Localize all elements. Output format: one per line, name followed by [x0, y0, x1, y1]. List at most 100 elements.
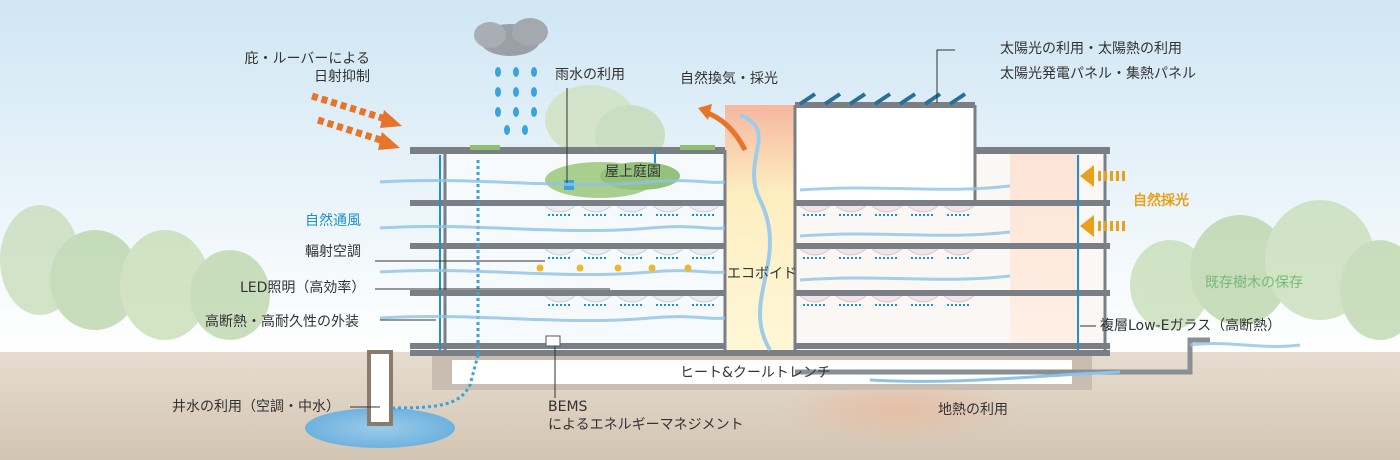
solar-panel [823, 92, 842, 106]
label-insulation-exterior: 高断熱・高耐久性の外装 [205, 314, 359, 330]
ceiling-panel [652, 205, 684, 213]
led-lamp [614, 264, 622, 272]
solar-panel [873, 92, 892, 106]
natural-ventilation-flows [379, 178, 1301, 348]
label-solar-line2: 太陽光発電パネル・集熱パネル [1000, 66, 1196, 82]
ceiling-panel [544, 295, 576, 303]
ceiling-panel [871, 248, 903, 256]
ceiling-panel [688, 205, 720, 213]
label-natural-vent-light: 自然換気・採光 [680, 71, 778, 87]
rain-cloud [474, 18, 548, 56]
raindrop [531, 87, 537, 97]
ground-slab [410, 350, 1110, 356]
label-eaves-louver: 庇・ルーバーによる 日射抑制 [215, 50, 370, 86]
label-bems: BEMS によるエネルギーマネジメント [548, 398, 744, 434]
floor-slab-right [795, 343, 1110, 349]
solar-panel [898, 92, 917, 106]
led-lamp [536, 264, 544, 272]
raindrop [495, 67, 501, 77]
ceiling-panel [616, 205, 648, 213]
floor-slab-right [795, 290, 1110, 296]
sunlight-arrow [316, 116, 392, 147]
led-lamp [684, 264, 692, 272]
label-radiant-ac: 輻射空調 [305, 244, 361, 260]
ceiling-panel [907, 295, 939, 303]
label-solar: 太陽光の利用・太陽熱の利用 太陽光発電パネル・集熱パネル [1000, 40, 1196, 83]
ceiling-panel [688, 248, 720, 256]
radiant-ceiling-panels [544, 205, 975, 306]
geothermal-glow [780, 375, 1020, 445]
daylight-arrowhead [1080, 215, 1094, 237]
roof-slab-right [975, 147, 1110, 154]
label-well-water: 井水の利用（空調・中水） [172, 399, 340, 415]
label-natural-daylight: 自然採光 [1133, 193, 1189, 209]
ceiling-panel [652, 248, 684, 256]
label-natural-ventilation: 自然通風 [305, 213, 361, 229]
label-eaves-louver-line2: 日射抑制 [314, 69, 370, 85]
ceiling-panel [580, 295, 612, 303]
label-existing-trees: 既存樹木の保存 [1205, 275, 1303, 291]
raindrop [504, 125, 510, 135]
ceiling-panel [907, 248, 939, 256]
ceiling-panel [871, 205, 903, 213]
well-system [305, 160, 480, 448]
ceiling-panel [835, 205, 867, 213]
sunlight-arrowhead [378, 132, 400, 150]
led-lamp [648, 264, 656, 272]
raindrop [531, 67, 537, 77]
groundwater-pond [305, 408, 455, 448]
floor-slab-right [795, 243, 1110, 249]
raindrop [531, 107, 537, 117]
ceiling-panel [799, 205, 831, 213]
ceiling-panel [907, 205, 939, 213]
ceiling-panel [652, 295, 684, 303]
ceiling-panel [799, 248, 831, 256]
sunlight-arrowhead [380, 110, 402, 128]
wind-flow [799, 230, 1011, 238]
label-roof-garden: 屋上庭園 [605, 164, 661, 180]
raindrops [495, 67, 537, 135]
sunlight-arrows [310, 92, 402, 150]
label-eaves-louver-line1: 庇・ルーバーによる [244, 51, 370, 67]
ceiling-panel [835, 295, 867, 303]
ceiling-panel [580, 248, 612, 256]
ceiling-panel [835, 248, 867, 256]
raindrop [513, 87, 519, 97]
ceiling-panel [544, 248, 576, 256]
floor-slab-left [410, 200, 725, 206]
ceiling-panel [580, 205, 612, 213]
columns [443, 105, 1107, 355]
solar-panels [798, 92, 967, 106]
solar-panel [798, 92, 817, 106]
wind-flow [799, 184, 1011, 192]
raindrop [513, 67, 519, 77]
ceiling-panel [871, 295, 903, 303]
label-solar-line1: 太陽光の利用・太陽熱の利用 [1000, 41, 1182, 57]
background-trees [0, 85, 1400, 340]
trench-pipe [795, 337, 1210, 375]
void-airflow [739, 113, 772, 352]
ceiling-panel [616, 295, 648, 303]
raindrop [495, 87, 501, 97]
roof-slab-top [795, 102, 975, 108]
raindrop [495, 107, 501, 117]
ceiling-panel [799, 295, 831, 303]
daylight-arrows [1080, 165, 1125, 237]
led-lamp [576, 264, 584, 272]
wind-flow [379, 178, 726, 187]
floor-slab-right [795, 200, 1110, 206]
solar-panel [848, 92, 867, 106]
wind-flow [379, 314, 726, 323]
wind-flow [799, 274, 1011, 282]
label-led: LED照明（高効率） [240, 280, 366, 296]
ceiling-panel [943, 295, 975, 303]
floor-slab-left [410, 343, 725, 349]
label-bems-line1: BEMS [548, 399, 588, 415]
ceiling-panel [943, 248, 975, 256]
ceiling-panel [688, 295, 720, 303]
wind-flow [379, 268, 726, 277]
led-lamps [536, 264, 692, 272]
label-rainwater: 雨水の利用 [555, 67, 625, 83]
daylight-arrowhead [1080, 165, 1094, 187]
